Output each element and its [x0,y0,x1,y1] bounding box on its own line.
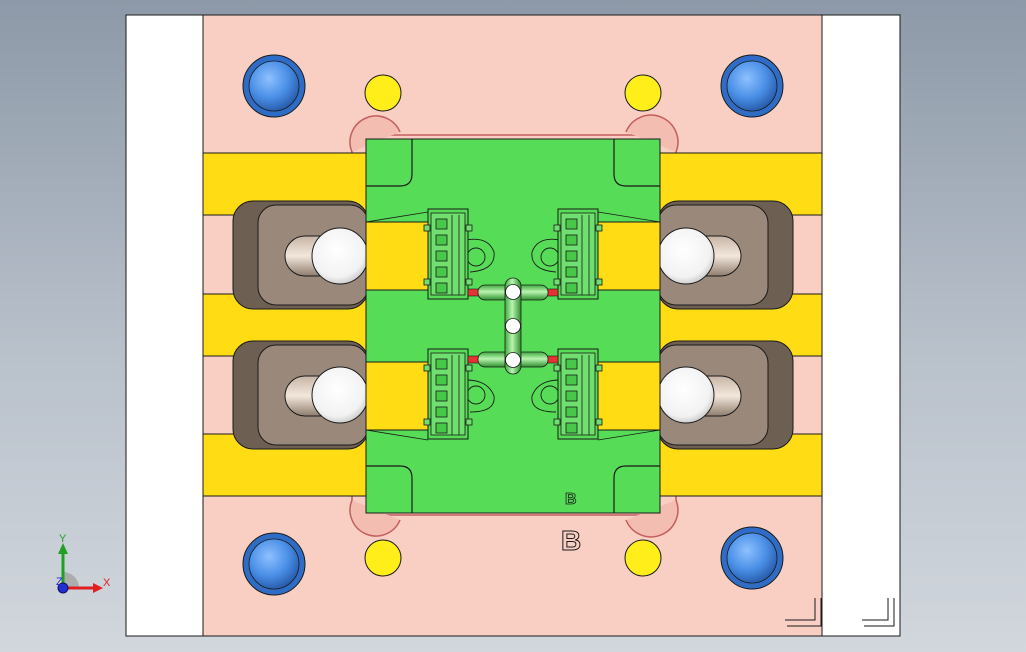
connector-part-tr[interactable] [553,208,603,300]
return-pin-icon[interactable] [624,74,662,112]
axis-y-label: Y [59,533,67,545]
guide-pillar-icon[interactable] [242,54,306,118]
slider-right-bottom[interactable] [657,340,794,450]
guide-pillar-icon[interactable] [720,526,784,590]
corner-mark-icon [785,598,822,627]
slider-pin-icon [657,227,715,285]
return-pin-icon[interactable] [624,539,662,577]
guide-pillar-icon[interactable] [720,54,784,118]
insert-mark: B [565,491,577,508]
plate-mark: B [561,525,581,556]
axis-triad-icon[interactable]: Y X Z [56,533,111,594]
slider-right-top[interactable] [657,200,794,310]
connector-part-br[interactable] [553,348,603,440]
return-pin-icon[interactable] [364,74,402,112]
return-pin-icon[interactable] [364,539,402,577]
pocket-relief-bl [349,499,401,537]
slider-pin-icon [311,366,369,424]
runner-system[interactable] [467,277,559,375]
corner-mark-icon [862,598,895,627]
connector-part-bl[interactable] [423,348,473,440]
pocket-relief-br [625,499,679,538]
slider-left-top[interactable] [232,200,369,310]
axis-x-label: X [103,577,111,589]
pocket-relief-tr [625,114,679,153]
connector-part-tl[interactable] [423,208,473,300]
slider-pin-icon [657,366,715,424]
pocket-relief-tl [349,115,401,153]
slider-left-bottom[interactable] [232,340,369,450]
axis-z-label: Z [56,576,63,588]
slider-pin-icon [311,227,369,285]
guide-pillar-icon[interactable] [242,532,306,596]
